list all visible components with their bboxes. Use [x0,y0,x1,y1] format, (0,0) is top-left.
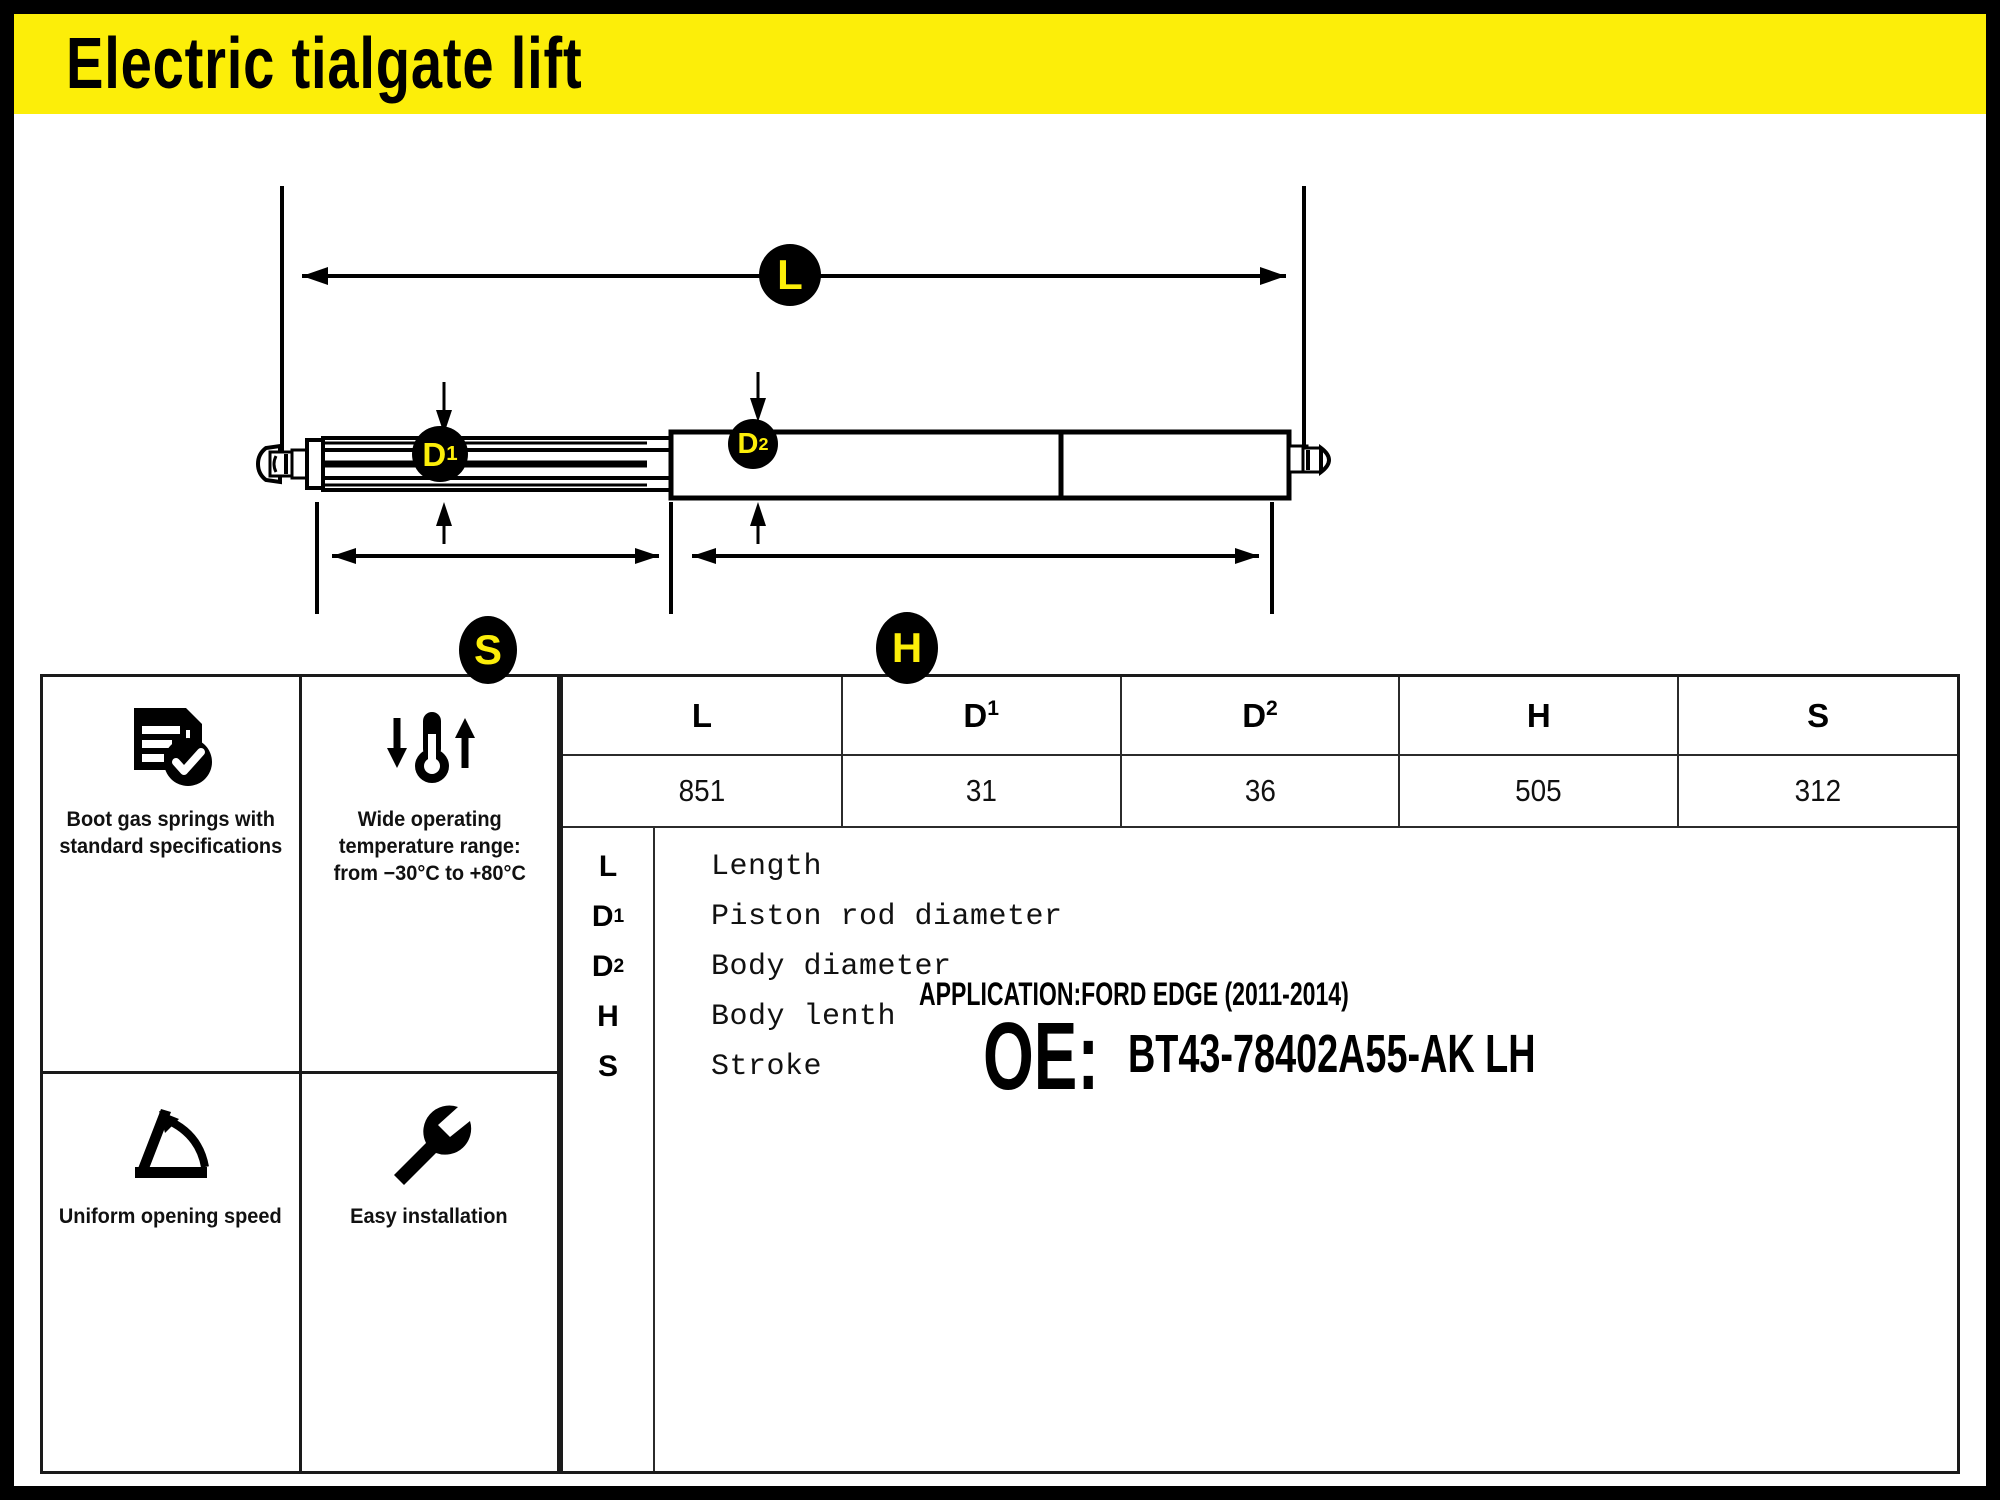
dim-value-D2: 36 [1133,754,1387,828]
legend-key-S: S [597,1050,618,1083]
oe-label: OE: [983,1003,1100,1110]
legend-desc-L: Length [711,850,823,884]
dimension-badge-L: L [759,244,821,306]
dim-value-D1: 31 [854,754,1108,828]
dim-value-L: 851 [576,754,829,828]
feature-cell-uniform-opening-speed: Uniform opening speed [43,1074,302,1471]
title-banner: Electric tialgate lift [14,14,1986,114]
feature-label: Easy installation [350,1205,508,1228]
legend-description-column: Length Piston rod diameter Body diameter… [655,828,1957,1471]
application-text: APPLICATION:FORD EDGE (2011-2014) [919,976,1349,1012]
dimension-badge-H: H [876,612,938,684]
dim-header-S: S [1677,677,1957,756]
legend-desc-H: Body lenth [711,1000,897,1034]
thermometer-range-icon [381,699,477,795]
document-check-icon [126,699,216,795]
feature-label: Wide operating temperature range: from −… [333,808,526,885]
feature-grid: Boot gas springs with standard specifica… [40,674,560,1474]
drawing-svg [255,186,1332,614]
dim-header-D1: D1 [840,677,1122,756]
legend-desc-S: Stroke [711,1050,823,1084]
feature-cell-easy-installation: Easy installation [302,1074,560,1471]
feature-label: Uniform opening speed [59,1205,283,1228]
legend-key-L: L [598,850,618,883]
table-value-row: 851 31 36 505 312 [563,754,1957,828]
page-title: Electric tialgate lift [66,24,583,104]
opening-angle-icon [125,1096,217,1192]
dimension-badge-S: S [459,616,517,684]
feature-cell-boot-gas-springs: Boot gas springs with standard specifica… [43,677,302,1074]
feature-cell-temperature-range: Wide operating temperature range: from −… [301,677,560,1074]
dimension-table: L D1 D2 H S 851 31 36 505 312 [563,677,1957,828]
legend-key-H: H [597,1000,619,1033]
legend-desc-D2: Body diameter [711,950,952,984]
wrench-icon [384,1096,474,1192]
dim-value-S: 312 [1691,754,1944,828]
dim-value-H: 505 [1412,754,1666,828]
dim-header-H: H [1398,677,1680,756]
feature-label: Boot gas springs with standard specifica… [59,808,283,858]
spec-panel: Boot gas springs with standard specifica… [40,674,1960,1474]
table-header-row: L D1 D2 H S [563,677,1957,756]
oe-value: BT43-78402A55-AK LH [1127,1023,1536,1084]
oe-number-row: OE: BT43-78402A55-AK LH [983,1003,1710,1110]
dim-header-L: L [563,677,843,756]
legend-desc-D1: Piston rod diameter [711,900,1063,934]
dim-header-D2: D2 [1119,677,1401,756]
